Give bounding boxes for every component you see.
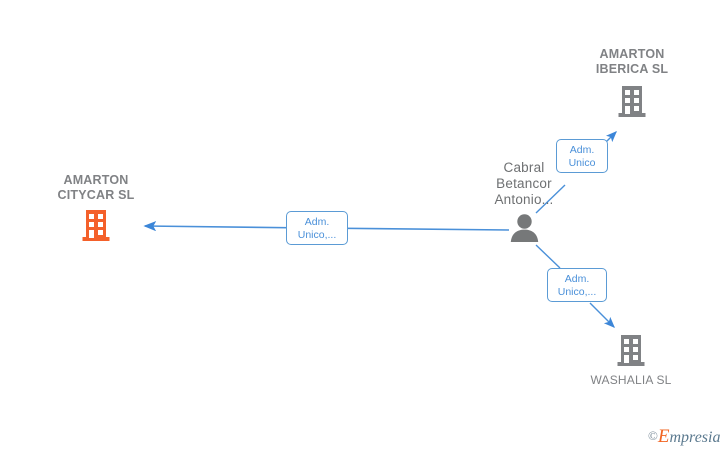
edge-person-to-washalia[interactable]	[535, 244, 615, 328]
building-icon	[82, 210, 110, 241]
person-icon	[510, 214, 539, 242]
brand-initial: E	[657, 426, 670, 447]
node-washalia[interactable]	[617, 333, 645, 367]
copyright-symbol: ©	[648, 428, 658, 443]
brand-name: mpresia	[669, 429, 721, 446]
edge-label-person-to-iberica[interactable]: Adm. Unico	[556, 139, 608, 173]
node-label-amarton-iberica: AMARTON IBERICA SL	[595, 47, 669, 76]
empresia-watermark: ©Empresia	[648, 427, 720, 447]
building-icon	[617, 335, 645, 366]
node-label-cabral-betancor: Cabral Betancor Antonio...	[494, 160, 554, 207]
node-amarton-citycar[interactable]	[82, 208, 110, 242]
building-icon	[618, 86, 646, 117]
node-amarton-iberica[interactable]	[618, 84, 646, 118]
edge-label-person-to-washalia[interactable]: Adm. Unico,...	[547, 268, 607, 302]
node-label-amarton-citycar: AMARTON CITYCAR SL	[57, 173, 135, 202]
node-label-washalia: WASHALIA SL	[590, 373, 672, 387]
node-cabral-betancor[interactable]	[509, 214, 540, 242]
edge-label-person-to-citycar[interactable]: Adm. Unico,...	[286, 211, 348, 245]
